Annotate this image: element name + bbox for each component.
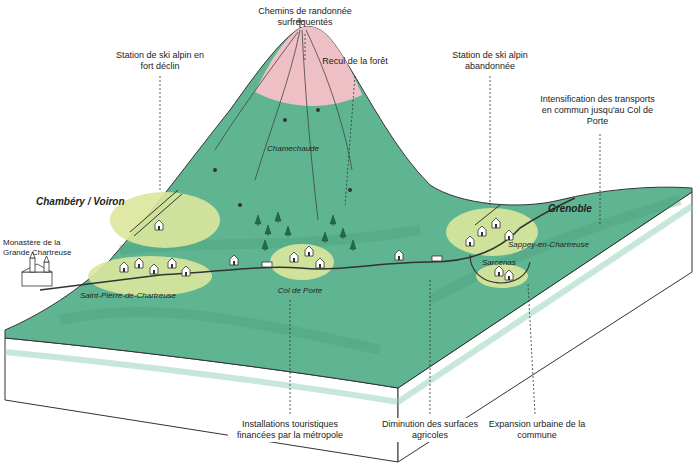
- place-name: Sarcenas: [482, 258, 537, 268]
- annotation-label: Station de ski alpin en fort déclin: [110, 50, 210, 72]
- direction-label: Chambéry / Voiron: [36, 196, 136, 208]
- annotation-label: Recul de la forêt: [305, 56, 405, 67]
- annotation-label: Intensification des transports en commun…: [535, 94, 660, 126]
- summit-zone: [255, 27, 362, 106]
- annotation-label: Expansion urbaine de la commune: [482, 418, 592, 442]
- place-name: Monastère de la Grande Chartreuse: [3, 238, 83, 257]
- open-areas: [88, 192, 538, 296]
- place-name: Col de Porte: [268, 286, 332, 296]
- annotation-label: Station de ski alpin abandonnée: [440, 50, 540, 72]
- place-name: Sappey-en-Chartreuse: [508, 240, 618, 250]
- annotation-label: Diminution des surfaces agricoles: [372, 418, 488, 442]
- road: [40, 198, 575, 290]
- monastery: [22, 252, 52, 286]
- houses: [120, 218, 513, 280]
- mountain-surface: [5, 27, 692, 388]
- place-name: Saint-Pierre-de-Chartreuse: [80, 291, 210, 301]
- leader-lines: [160, 34, 600, 414]
- annotation-label: Installations touristiques financées par…: [228, 418, 352, 442]
- direction-label: Grenoble: [548, 203, 618, 215]
- ski-lifts: [130, 190, 500, 236]
- forest: [255, 212, 356, 251]
- summit-name: Chamechaude: [258, 144, 328, 154]
- annotation-label: Chemins de randonnée surfréquentés: [250, 6, 360, 28]
